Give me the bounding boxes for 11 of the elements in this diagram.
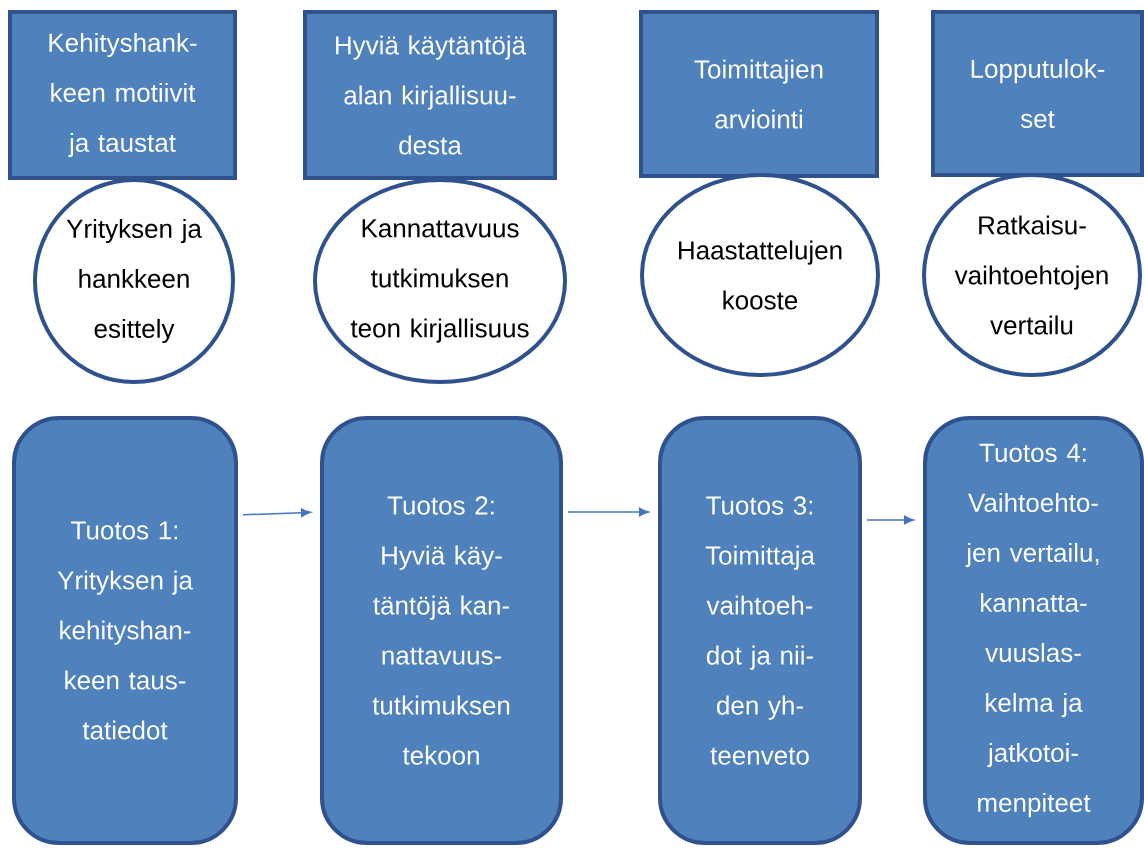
rounded-box: Tuotos 2: Hyviä käy- täntöjä kan- nattavuus- tutkimuksen tekoon <box>320 416 563 845</box>
rounded-box: Tuotos 1: Yrityksen ja kehityshan- keen taus- tatiedot <box>12 416 238 845</box>
heading-box: Lopputulok- set <box>931 10 1144 177</box>
heading-box: Toimittajien arviointi <box>639 10 879 178</box>
arrow <box>866 515 914 525</box>
rounded-box: Tuotos 3: Toimittaja vaihtoeh- dot ja nii- den yh- teenveto <box>658 416 862 845</box>
arrow <box>567 507 649 517</box>
arrow <box>242 508 311 518</box>
rounded-box: Tuotos 4: Vaihtoehto- jen vertailu, kannatta- vuuslas- kelma ja jatkotoi- menpiteet <box>923 416 1144 845</box>
heading-box: Kehityshank- keen motiivit ja taustat <box>8 10 237 180</box>
heading-box: Hyviä käytäntöjä alan kirjallisuu- desta <box>303 10 557 180</box>
